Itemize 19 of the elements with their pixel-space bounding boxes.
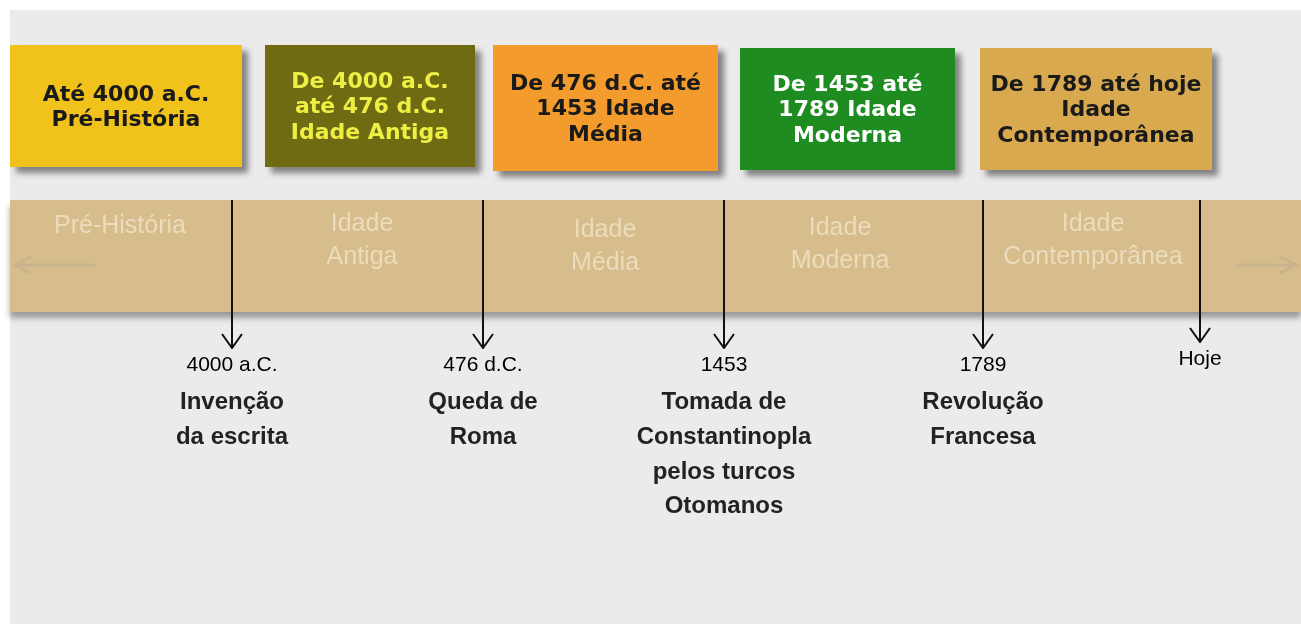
arrow <box>972 199 994 349</box>
period-box: De 1789 até hoje Idade Contemporânea <box>980 48 1212 170</box>
event-label: Tomada de Constantinopla pelos turcos Otomanos <box>635 386 813 521</box>
date-label: 476 d.C. <box>443 352 523 376</box>
arrow <box>1189 199 1211 343</box>
period-box: De 1453 até 1789 Idade Moderna <box>740 48 955 170</box>
period-box: Até 4000 a.C. Pré-História <box>10 45 242 167</box>
period-box: De 476 d.C. até 1453 Idade Média <box>493 45 718 171</box>
date-label: Hoje <box>1178 346 1222 370</box>
date-label: 4000 a.C. <box>186 352 278 376</box>
date-label: 1453 <box>700 352 748 376</box>
arrow <box>221 199 243 349</box>
event-label: Revolução Francesa <box>921 386 1045 451</box>
date-label: 1789 <box>959 352 1007 376</box>
period-box: De 4000 a.C. até 476 d.C. Idade Antiga <box>265 45 475 167</box>
event-label: Queda de Roma <box>428 386 538 451</box>
event-label: Invenção da escrita <box>174 386 290 451</box>
arrow <box>713 199 735 349</box>
arrow <box>472 199 494 349</box>
